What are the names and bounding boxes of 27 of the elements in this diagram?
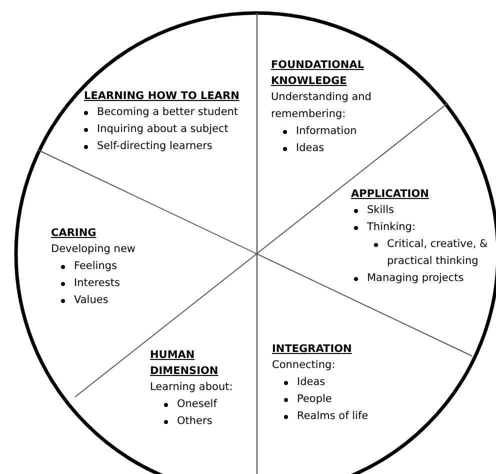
sector-heading: CARING — [51, 226, 98, 241]
sector-heading: APPLICATION — [351, 187, 430, 202]
sector-text: Connecting: — [272, 358, 336, 373]
list-item: Realms of life — [297, 409, 368, 424]
list-item: Ideas — [296, 141, 324, 156]
sector-text: Developing new — [51, 242, 137, 257]
list-item: Self-directing learners — [97, 139, 212, 154]
sector-heading: INTEGRATION — [272, 342, 353, 357]
list-item: Managing projects — [367, 271, 464, 286]
list-item: Thinking: — [367, 220, 416, 235]
list-item: Critical, creative, & practical thinking — [387, 237, 489, 269]
list-item: Others — [177, 414, 212, 429]
list-item: Information — [296, 124, 357, 139]
list-item: Oneself — [177, 397, 217, 412]
list-item: Ideas — [297, 375, 326, 390]
list-item: Interests — [74, 276, 120, 291]
list-item: Inquiring about a subject — [97, 122, 228, 137]
list-item: Skills — [367, 203, 394, 218]
sector-text: Learning about: — [150, 380, 234, 395]
sector-heading: FOUNDATIONAL KNOWLEDGE — [271, 58, 366, 89]
list-item: Values — [74, 293, 108, 308]
sector-heading: LEARNING HOW TO LEARN — [84, 89, 240, 104]
list-item: Becoming a better student — [97, 105, 238, 120]
sector-heading: HUMAN DIMENSION — [150, 348, 220, 379]
list-item: People — [297, 392, 332, 407]
sector-text: Understanding and remembering: — [271, 90, 372, 122]
list-item: Feelings — [74, 259, 118, 274]
